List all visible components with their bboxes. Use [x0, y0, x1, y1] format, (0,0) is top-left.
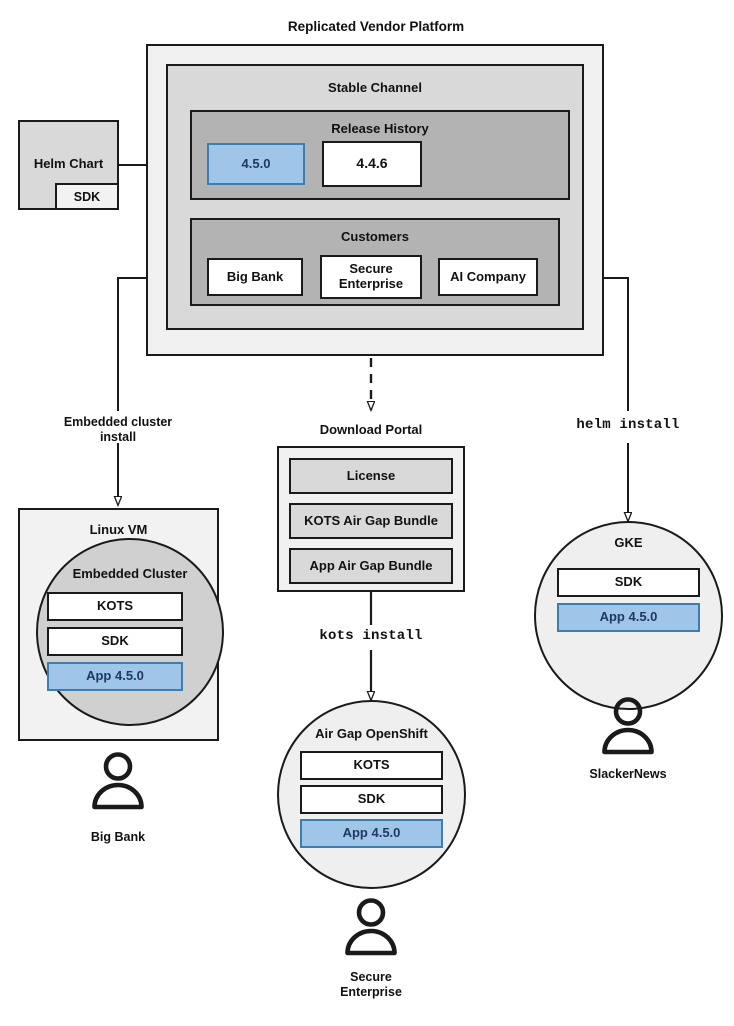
download-artifact-license[interactable]: License: [289, 458, 453, 494]
actor-label-slackernews: SlackerNews: [589, 767, 667, 781]
gke-component-app[interactable]: App 4.5.0: [557, 603, 700, 632]
openshift-component-sdk[interactable]: SDK: [300, 785, 443, 814]
flow-label-embedded-cluster-install: Embedded cluster install: [63, 415, 173, 444]
customers-title: Customers: [341, 229, 409, 244]
person-icon: [602, 697, 654, 755]
actor-label-big-bank: Big Bank: [90, 830, 146, 844]
release-chip-4-5-0[interactable]: 4.5.0: [207, 143, 305, 185]
helm-chart-sdk-box[interactable]: SDK: [55, 183, 119, 210]
release-chip-4-4-6[interactable]: 4.4.6: [322, 141, 422, 187]
release-history-title: Release History: [331, 121, 429, 136]
gke-component-sdk[interactable]: SDK: [557, 568, 700, 597]
gke-title: GKE: [614, 535, 643, 550]
customer-chip-big-bank[interactable]: Big Bank: [207, 258, 303, 296]
page-title: Replicated Vendor Platform: [287, 19, 465, 34]
openshift-component-kots[interactable]: KOTS: [300, 751, 443, 780]
person-icon: [345, 898, 397, 956]
download-artifact-app-airgap-bundle[interactable]: App Air Gap Bundle: [289, 548, 453, 584]
flow-label-kots-install: kots install: [319, 628, 423, 644]
person-icon: [92, 752, 144, 810]
openshift-component-app[interactable]: App 4.5.0: [300, 819, 443, 848]
linux-vm-component-kots[interactable]: KOTS: [47, 592, 183, 621]
customer-chip-ai-company[interactable]: AI Company: [438, 258, 538, 296]
download-portal-title: Download Portal: [319, 422, 423, 437]
customer-chip-secure-enterprise[interactable]: Secure Enterprise: [320, 255, 422, 299]
flow-label-helm-install: helm install: [576, 417, 680, 433]
download-artifact-kots-airgap-bundle[interactable]: KOTS Air Gap Bundle: [289, 503, 453, 539]
linux-vm-component-sdk[interactable]: SDK: [47, 627, 183, 656]
linux-vm-title: Linux VM: [89, 522, 148, 537]
linux-vm-component-app[interactable]: App 4.5.0: [47, 662, 183, 691]
airgap-openshift-title: Air Gap OpenShift: [315, 726, 428, 741]
embedded-cluster-title: Embedded Cluster: [72, 566, 188, 581]
stable-channel-title: Stable Channel: [328, 80, 422, 95]
actor-label-secure-enterprise: Secure Enterprise: [340, 970, 402, 999]
